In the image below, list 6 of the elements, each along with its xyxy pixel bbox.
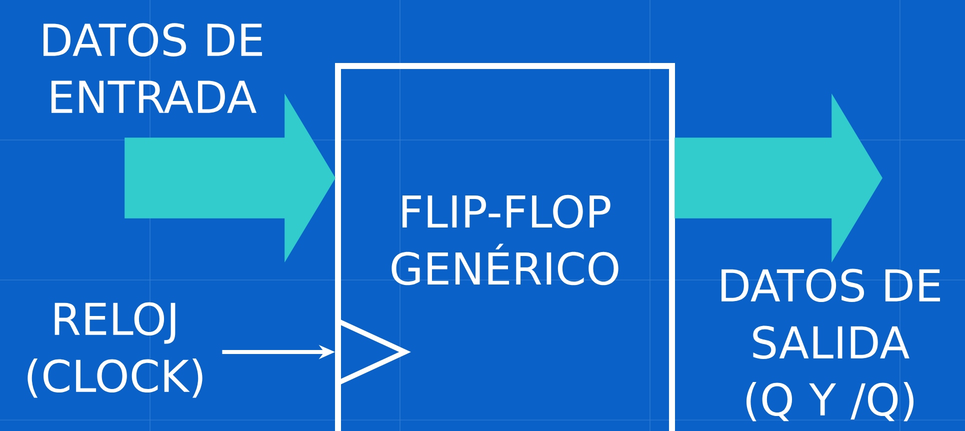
- label-text: DATOS DE ENTRADA: [44, 23, 262, 113]
- label-text: DATOS DE SALIDA (Q Y /Q): [722, 268, 940, 422]
- input-label: RELOJ (CLOCK): [28, 302, 202, 398]
- data-arrow: [674, 94, 882, 262]
- flip-flop-box: FLIP-FLOP GENÉRICO: [335, 63, 676, 431]
- data-arrow: [124, 94, 336, 262]
